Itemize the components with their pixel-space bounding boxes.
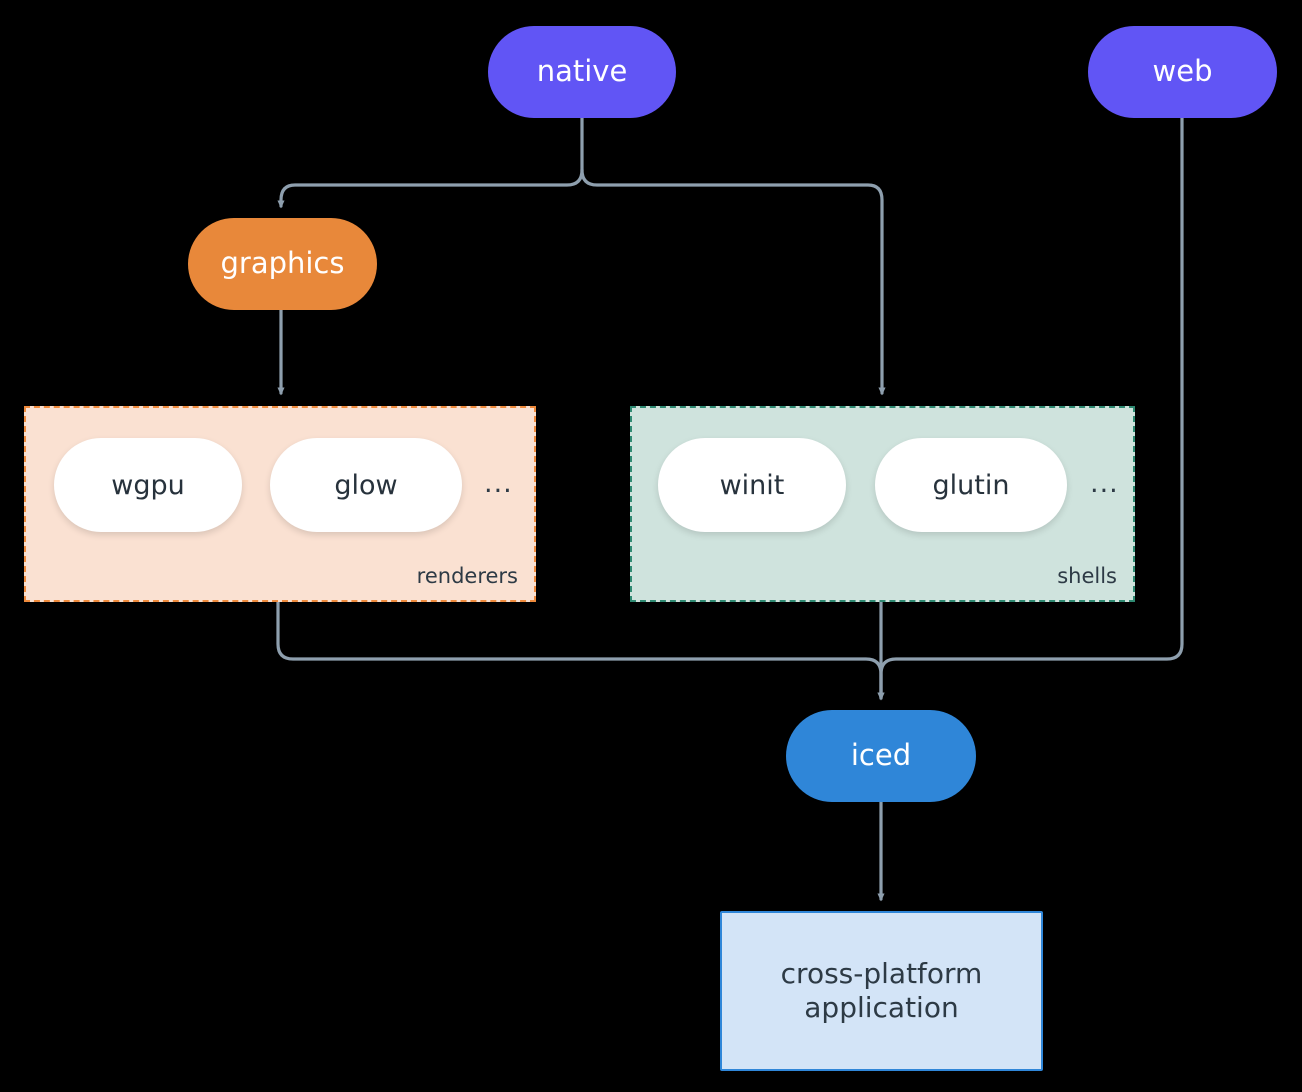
edge-native-shells	[580, 168, 886, 396]
item-wgpu-label: wgpu	[111, 469, 185, 501]
node-native-label: native	[536, 54, 628, 89]
group-renderers-title: renderers	[416, 564, 518, 588]
item-glutin[interactable]: glutin	[875, 438, 1067, 532]
group-shells-title: shells	[1057, 564, 1117, 588]
group-renderers: wgpu glow ... renderers	[24, 406, 536, 602]
node-web[interactable]: web	[1088, 26, 1277, 118]
edge-native-graphics	[277, 168, 584, 209]
item-winit-label: winit	[719, 469, 785, 501]
node-graphics-label: graphics	[220, 246, 345, 281]
renderers-more-ellipsis: ...	[484, 468, 513, 499]
item-wgpu[interactable]: wgpu	[54, 438, 242, 532]
node-application-label: cross-platform application	[780, 956, 983, 1024]
node-graphics[interactable]: graphics	[188, 218, 377, 310]
group-shells: winit glutin ... shells	[630, 406, 1135, 602]
shells-more-ellipsis: ...	[1090, 468, 1119, 499]
node-native[interactable]: native	[488, 26, 676, 118]
node-iced[interactable]: iced	[786, 710, 976, 802]
node-iced-label: iced	[850, 738, 912, 773]
edge-renderers-iced	[276, 600, 885, 701]
item-glow-label: glow	[334, 469, 398, 501]
node-application[interactable]: cross-platform application	[720, 911, 1043, 1071]
item-winit[interactable]: winit	[658, 438, 846, 532]
item-glow[interactable]: glow	[270, 438, 462, 532]
item-glutin-label: glutin	[932, 469, 1010, 501]
node-web-label: web	[1152, 54, 1213, 89]
